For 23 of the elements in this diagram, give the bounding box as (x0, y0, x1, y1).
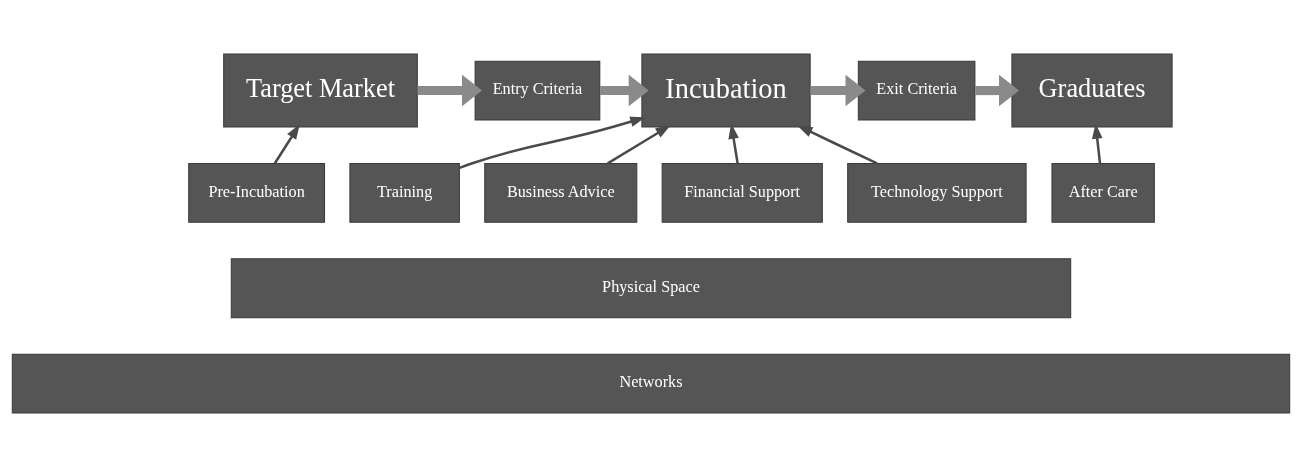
node-box: Technology Support (847, 163, 1027, 223)
node-box: Business Advice (484, 163, 638, 223)
arrow (607, 125, 671, 165)
arrow (459, 116, 646, 170)
arrow (273, 124, 300, 165)
arrow (797, 125, 878, 165)
node-box: Incubation (641, 53, 811, 128)
node-box: Financial Support (661, 163, 823, 223)
node-box: Pre-Incubation (188, 163, 326, 223)
node-box: Networks (11, 353, 1291, 414)
node-box: Graduates (1011, 53, 1173, 128)
arrow (728, 123, 739, 164)
arrow (1091, 123, 1103, 164)
node-box: Training (349, 163, 460, 223)
node-box: Target Market (223, 53, 418, 128)
node-box: After Care (1051, 163, 1155, 223)
arrow (600, 74, 649, 107)
node-box: Exit Criteria (857, 60, 976, 121)
node-box: Entry Criteria (474, 60, 601, 121)
arrow (810, 74, 866, 107)
arrow (975, 74, 1020, 107)
arrow (417, 74, 483, 107)
node-box: Physical Space (230, 258, 1072, 319)
